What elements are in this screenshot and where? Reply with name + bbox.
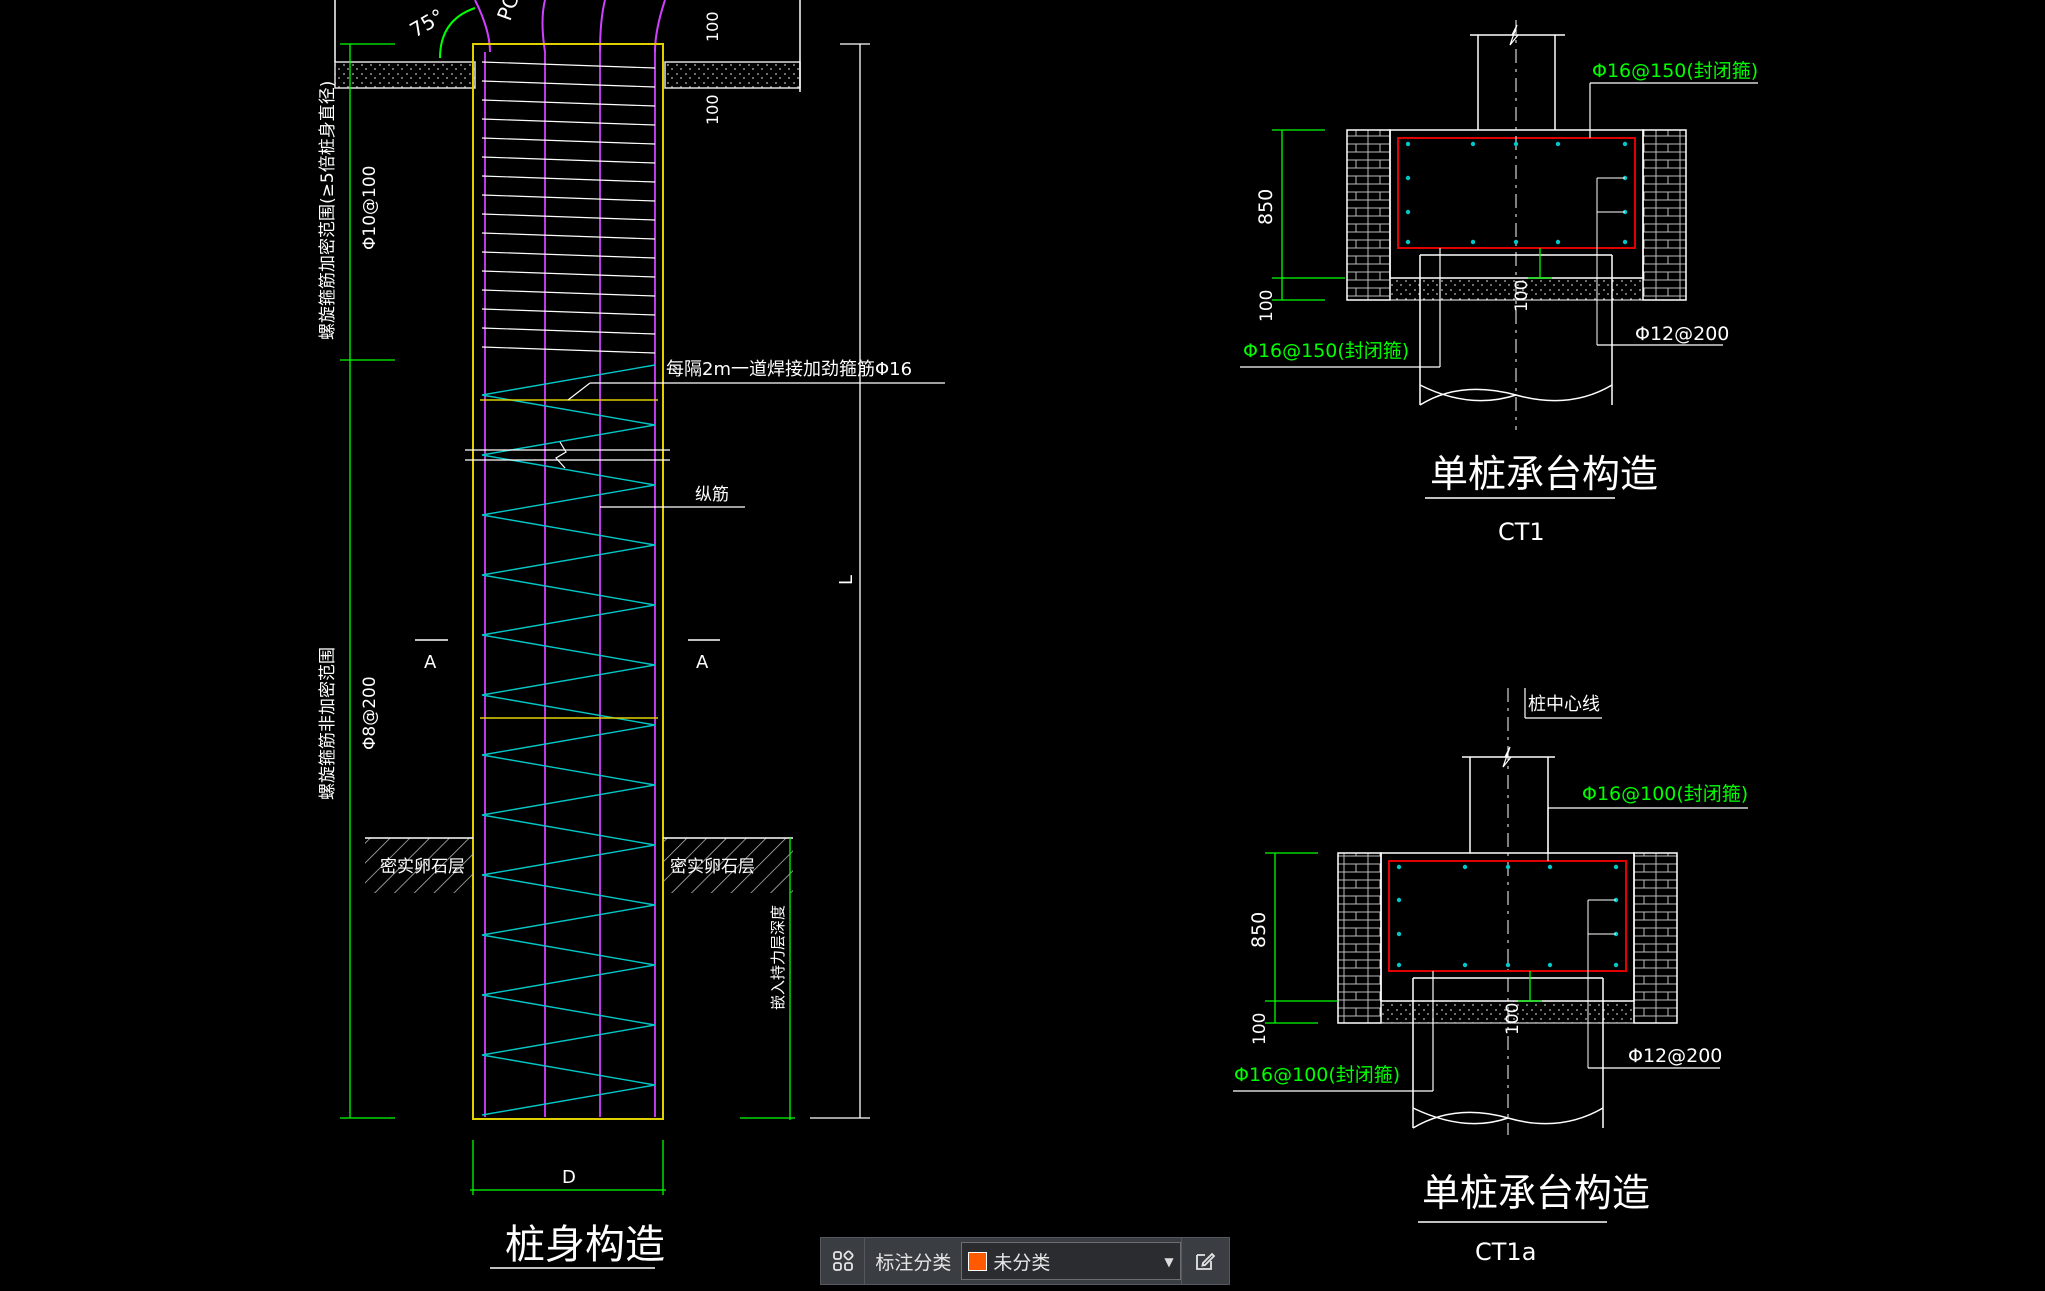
annotation-toolbar: 标注分类 未分类 ▼ — [820, 1237, 1230, 1285]
ct1-code: CT1 — [1498, 518, 1545, 546]
dense-spiral-line — [481, 251, 656, 259]
pile-title: 桩身构造 — [505, 1222, 665, 1268]
dense-spiral-line — [481, 327, 656, 335]
ct1a-dim-100b: 100 — [1503, 1003, 1523, 1035]
ct1-right-spec: Φ12@200 — [1635, 323, 1729, 345]
pile-spiral-dense-spec: Φ10@100 — [360, 166, 380, 250]
ct1a-drawing — [1233, 688, 1748, 1223]
annotation-category-label: 标注分类 — [875, 1251, 952, 1274]
pile-dim-top2: 100 — [703, 94, 722, 125]
ct1a-title: 单桩承台构造 — [1422, 1171, 1650, 1215]
ct1a-center-line-label: 桩中心线 — [1528, 694, 1600, 715]
ct1a-dim-100: 100 — [1250, 1013, 1270, 1045]
pile-spiral-sparse-label: 螺旋箍筋非加密范围 — [318, 647, 338, 800]
dense-spiral-line — [481, 99, 656, 107]
dense-spiral-line — [481, 118, 656, 126]
dense-spiral-line — [481, 194, 656, 202]
ct1-dim-850: 850 — [1255, 189, 1277, 225]
pile-diameter-label: D — [562, 1167, 576, 1188]
pile-spiral-sparse-spec: Φ8@200 — [360, 676, 380, 750]
dense-spiral-line — [481, 137, 656, 145]
ct1a-left-spec: Φ16@100(封闭箍) — [1234, 1064, 1400, 1086]
dense-spiral-line — [481, 232, 656, 240]
pile-longitudinal-label: 纵筋 — [695, 485, 729, 505]
ct1-top-spec: Φ16@150(封闭箍) — [1592, 60, 1758, 82]
ct1-title: 单桩承台构造 — [1430, 452, 1658, 496]
dense-spiral-line — [481, 213, 656, 221]
dense-spiral-line — [481, 156, 656, 164]
layers-icon-button[interactable] — [821, 1238, 866, 1284]
ct1a-dim-850: 850 — [1248, 912, 1270, 948]
ct1-dim-100: 100 — [1257, 290, 1277, 322]
dense-spiral-line — [481, 270, 656, 278]
sparse-spiral-line — [481, 364, 656, 1116]
category-color-swatch — [968, 1251, 988, 1271]
pile-pc-label: PC — [492, 0, 523, 24]
layers-icon — [832, 1250, 854, 1271]
dense-spiral-line — [481, 175, 656, 183]
ct1a-right-spec: Φ12@200 — [1628, 1045, 1722, 1067]
pile-stiffener-label: 每隔2m一道焊接加劲箍筋Φ16 — [666, 359, 912, 380]
pile-length-label: L — [836, 575, 857, 585]
pile-spiral-dense-label: 螺旋箍筋加密范围(≥5倍桩身直径) — [318, 81, 338, 340]
pile-section-right: A — [696, 652, 709, 673]
dense-spiral-line — [481, 289, 656, 297]
pile-section-left: A — [424, 652, 437, 673]
ct1a-code: CT1a — [1475, 1238, 1536, 1266]
chevron-down-icon: ▼ — [1164, 1255, 1174, 1269]
pile-dim-top: 100 — [703, 11, 722, 42]
pile-angle-label: 75° — [406, 4, 449, 43]
dense-spiral-line — [481, 61, 656, 69]
dense-spiral-line — [481, 308, 656, 316]
edit-icon — [1196, 1252, 1216, 1270]
pile-layer-right: 密实卵石层 — [670, 857, 755, 877]
ct1-drawing — [1240, 20, 1758, 499]
category-selected-value: 未分类 — [993, 1251, 1051, 1274]
dense-spiral-line — [481, 346, 656, 354]
pile-layer-left: 密实卵石层 — [380, 857, 465, 877]
ct1-left-spec: Φ16@150(封闭箍) — [1243, 340, 1409, 362]
pile-drawing — [334, 0, 945, 1269]
dense-spiral-line — [481, 80, 656, 88]
ct1a-top-spec: Φ16@100(封闭箍) — [1582, 783, 1748, 805]
annotation-category-select[interactable]: 未分类 ▼ — [961, 1242, 1181, 1280]
edit-category-button[interactable] — [1180, 1238, 1229, 1284]
ct1-dim-100b: 100 — [1512, 280, 1532, 312]
pile-embed-label: 嵌入持力层深度 — [769, 905, 787, 1010]
